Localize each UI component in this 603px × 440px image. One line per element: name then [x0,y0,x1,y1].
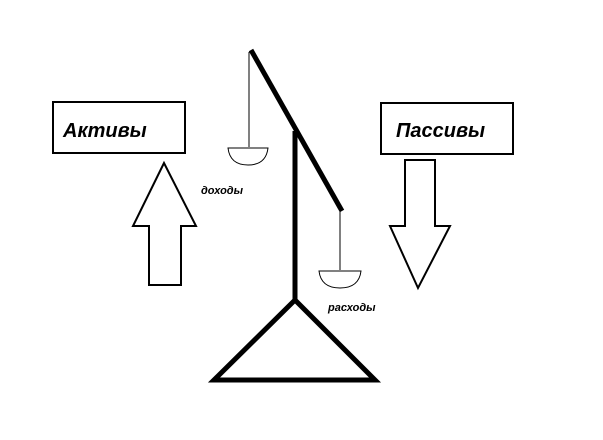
assets-box: Активы [52,101,186,154]
income-label: доходы [201,185,244,197]
arrow-down-icon [388,159,452,291]
liabilities-label: Пассивы [396,120,485,142]
assets-label: Активы [62,120,147,142]
liabilities-box-frame [380,102,514,155]
liabilities-box: Пассивы [380,102,514,155]
left-pan [227,147,269,166]
scale-beam [248,48,345,213]
expenses-label: расходы [327,302,376,314]
arrow-up-icon [131,160,198,286]
scale-icon [207,48,382,383]
scale-base [207,296,382,383]
assets-box-frame [52,101,186,154]
right-pan [318,270,362,289]
